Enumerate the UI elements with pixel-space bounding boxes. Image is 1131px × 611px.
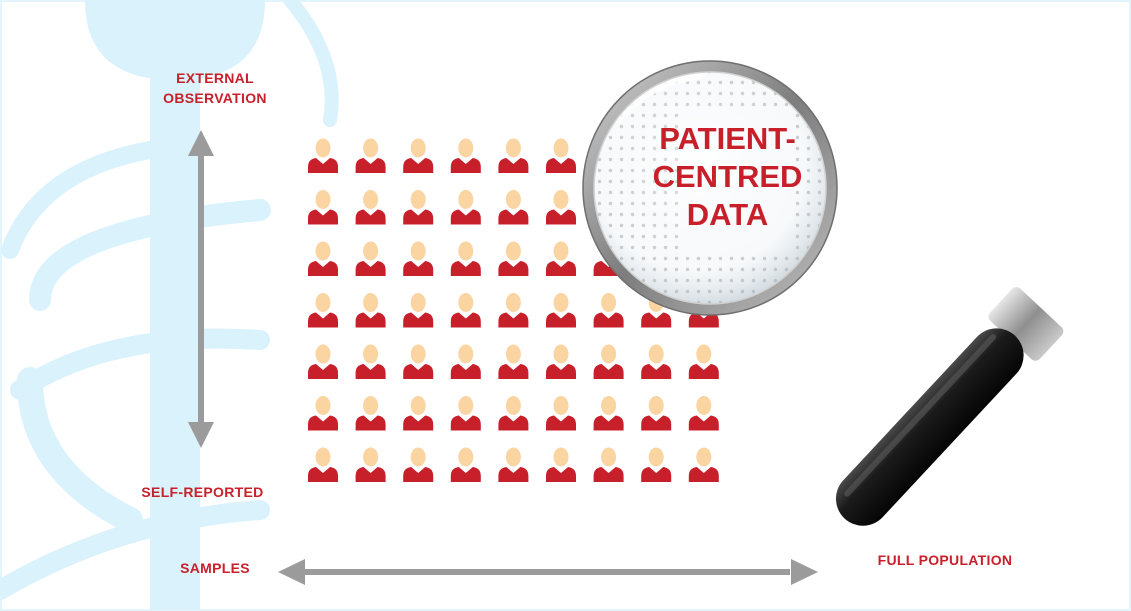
- person-icon: [593, 396, 624, 431]
- person-icon: [450, 447, 481, 482]
- person-icon: [546, 241, 576, 276]
- person-icon: [546, 138, 576, 173]
- x-axis-right-label: FULL POPULATION: [877, 552, 1013, 568]
- person-icon: [403, 241, 434, 276]
- horizontal-axis-arrow: [278, 559, 818, 585]
- lens-title: PATIENT- CENTRED DATA: [652, 121, 803, 232]
- person-icon: [403, 138, 434, 173]
- person-icon: [308, 138, 338, 173]
- y-axis-bottom-label: SELF-REPORTED: [141, 484, 264, 500]
- person-icon: [450, 138, 481, 173]
- person-icon: [355, 190, 386, 225]
- person-icon: [546, 293, 576, 328]
- person-icon: [308, 241, 338, 276]
- person-icon: [593, 447, 624, 482]
- person-icon: [308, 190, 338, 225]
- person-icon: [308, 447, 338, 482]
- person-icon: [308, 293, 338, 328]
- person-icon: [355, 293, 386, 328]
- person-icon: [403, 447, 434, 482]
- person-icon: [593, 344, 624, 379]
- person-icon: [403, 293, 434, 328]
- person-icon: [308, 344, 338, 379]
- person-icon: [450, 396, 481, 431]
- person-icon: [498, 447, 529, 482]
- person-icon: [593, 293, 624, 328]
- person-icon: [498, 344, 529, 379]
- person-icon: [546, 190, 576, 225]
- person-icon: [498, 293, 529, 328]
- person-icon: [355, 396, 386, 431]
- person-icon: [641, 344, 672, 379]
- person-icon: [546, 344, 576, 379]
- person-icon: [355, 447, 386, 482]
- person-icon: [498, 190, 529, 225]
- person-icon: [641, 447, 672, 482]
- person-icon: [403, 190, 434, 225]
- person-icon: [403, 344, 434, 379]
- person-icon: [688, 447, 719, 482]
- person-icon: [450, 293, 481, 328]
- person-icon: [308, 396, 338, 431]
- person-icon: [403, 396, 434, 431]
- person-icon: [450, 344, 481, 379]
- person-icon: [450, 241, 481, 276]
- person-icon: [688, 396, 719, 431]
- x-axis-left-label: SAMPLES: [180, 560, 250, 576]
- person-icon: [355, 344, 386, 379]
- person-icon: [688, 344, 719, 379]
- vertical-axis-arrow: [188, 130, 214, 448]
- y-axis-top-label: EXTERNAL OBSERVATION: [163, 70, 267, 106]
- person-icon: [546, 447, 576, 482]
- person-icon: [498, 396, 529, 431]
- person-icon: [355, 138, 386, 173]
- person-icon: [498, 241, 529, 276]
- person-icon: [546, 396, 576, 431]
- person-icon: [355, 241, 386, 276]
- person-icon: [641, 396, 672, 431]
- magnifying-glass-icon: [582, 60, 1064, 526]
- person-icon: [450, 190, 481, 225]
- person-icon: [498, 138, 529, 173]
